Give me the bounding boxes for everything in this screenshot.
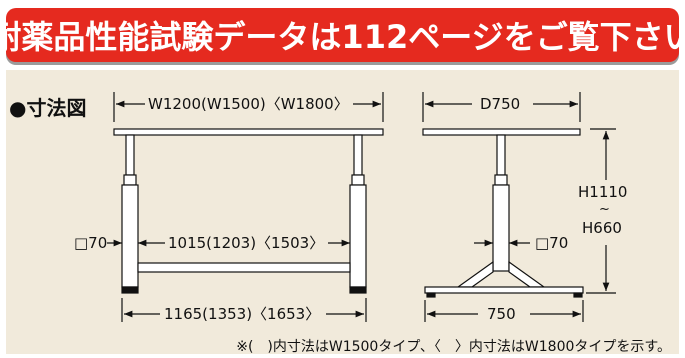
side-column-collar	[494, 174, 508, 186]
front-left-leg-collar	[123, 174, 137, 186]
side-base-left-brace	[456, 260, 494, 288]
side-column-lower	[492, 184, 510, 272]
banner-text: 耐薬品性能試験データは112ページをご覧下さい	[0, 18, 685, 56]
side-depth-label: D750	[480, 95, 521, 113]
front-right-leg-upper	[353, 134, 363, 176]
front-leg-section-label: □70	[74, 234, 108, 252]
front-tabletop	[113, 128, 384, 136]
front-right-foot	[349, 286, 367, 294]
front-right-leg-collar	[351, 174, 365, 186]
side-height-max-label: H1110	[578, 183, 628, 201]
chemical-resistance-banner: 耐薬品性能試験データは112ページをご覧下さい	[0, 8, 685, 62]
side-left-foot	[426, 292, 436, 298]
side-view	[422, 92, 616, 322]
dimension-drawing-panel	[6, 70, 679, 354]
front-crossbar	[137, 262, 351, 273]
side-leg-section-label: □70	[535, 234, 569, 252]
front-view	[100, 92, 384, 322]
side-foot-span-label: 750	[487, 305, 516, 323]
section-title: ●寸法図	[9, 96, 87, 120]
front-left-foot	[121, 286, 139, 294]
footnote: ※( )内寸法はW1500タイプ、〈 〉内寸法はW1800タイプを示す。	[236, 339, 671, 355]
side-base-right-brace	[508, 260, 546, 288]
side-foot-bar	[424, 286, 584, 294]
front-foot-span-label: 1165(1353)〈1653〉	[164, 305, 321, 323]
front-inner-span-label: 1015(1203)〈1503〉	[168, 234, 325, 252]
side-tabletop	[422, 128, 581, 136]
side-height-separator: ~	[599, 201, 610, 219]
front-left-leg-lower	[121, 184, 139, 288]
front-left-leg-upper	[125, 134, 135, 176]
front-width-label: W1200(W1500)〈W1800〉	[148, 95, 349, 113]
front-right-leg-lower	[349, 184, 367, 288]
side-height-min-label: H660	[582, 219, 622, 237]
side-right-foot	[573, 292, 583, 298]
side-column-upper	[496, 134, 506, 176]
